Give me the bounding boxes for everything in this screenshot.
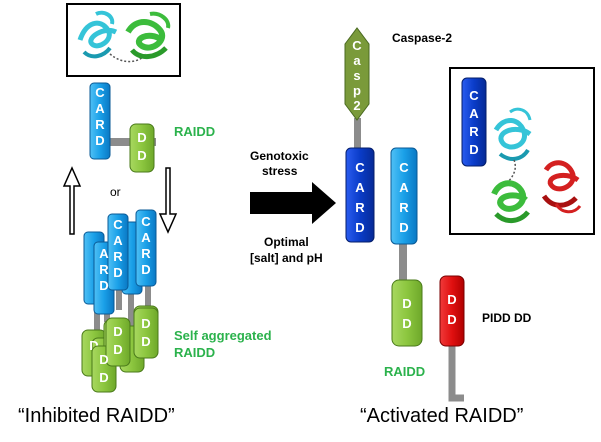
card-letter: R	[99, 262, 109, 277]
dd-letter: D	[99, 352, 108, 367]
card-letter: A	[399, 180, 409, 195]
arrow-up-icon	[62, 166, 82, 235]
dd-letter: D	[141, 316, 150, 331]
card-letter: D	[399, 220, 408, 235]
card-letter: A	[113, 233, 123, 248]
dd-letter: D	[447, 312, 456, 327]
inhibited-caption: “Inhibited RAIDD”	[18, 405, 175, 427]
dd-letter: D	[113, 324, 122, 339]
dd-letter: D	[89, 338, 98, 353]
card-letter: R	[95, 117, 105, 132]
dd-letter: D	[99, 370, 108, 385]
dd-letter: D	[447, 292, 456, 307]
card-letter: R	[141, 246, 151, 261]
dd-letter: D	[141, 334, 150, 349]
casp-letter: s	[353, 68, 360, 83]
dd-letter: D	[402, 316, 411, 331]
activated-structure-inset: C A R D	[449, 67, 595, 235]
card-letter: C	[95, 85, 105, 100]
card-letter: C	[399, 160, 409, 175]
dd-letter: D	[113, 342, 122, 357]
raidd-label-top: RAIDD	[174, 124, 215, 139]
aggregated-raidd: D D D D D D C A R D C A R D A R D D D D …	[81, 209, 159, 393]
arrow-down-icon	[158, 167, 178, 234]
raidd-monomer: C A R D D D	[89, 82, 156, 173]
card-letter: A	[99, 246, 109, 261]
pidd-dd: D D	[439, 275, 465, 402]
dd-letter: D	[137, 130, 146, 145]
casp-letter: 2	[353, 98, 360, 113]
card-letter: C	[113, 217, 123, 232]
card-letter: D	[99, 278, 108, 293]
card-letter: R	[113, 249, 123, 264]
dd-letter: D	[137, 148, 146, 163]
card-letter: A	[141, 230, 151, 245]
raidd-activated: C A R D D D	[390, 147, 423, 347]
card-letter: A	[95, 101, 105, 116]
optimal-label-line2: [salt] and pH	[250, 251, 323, 265]
self-aggregated-label-line1: Self aggregated	[174, 328, 272, 343]
card-letter: D	[355, 220, 364, 235]
dd-letter: D	[402, 296, 411, 311]
genotoxic-label-line2: stress	[262, 164, 298, 178]
casp-letter: C	[352, 38, 362, 53]
caspase2-label: Caspase-2	[392, 31, 452, 45]
card-letter: A	[355, 180, 365, 195]
card-letter: R	[355, 200, 365, 215]
card-letter: C	[355, 160, 365, 175]
card-letter: R	[469, 124, 479, 139]
card-letter: D	[469, 142, 478, 157]
card-letter: D	[141, 262, 150, 277]
card-letter: D	[113, 265, 122, 280]
optimal-label-line1: Optimal	[264, 235, 309, 249]
card-letter: D	[95, 133, 104, 148]
self-aggregated-label-line2: RAIDD	[174, 345, 215, 360]
card-letter: C	[469, 88, 479, 103]
activation-arrow-icon	[250, 182, 336, 224]
card-letter: C	[141, 214, 151, 229]
casp-letter: a	[353, 53, 361, 68]
card-letter: R	[399, 200, 409, 215]
casp-letter: p	[353, 83, 361, 98]
genotoxic-label-line1: Genotoxic	[250, 149, 309, 163]
pidd-dd-label: PIDD DD	[482, 311, 532, 325]
equilibrium-arrows	[62, 166, 178, 235]
raidd-label-bottom: RAIDD	[384, 364, 425, 379]
activated-caption: “Activated RAIDD”	[360, 405, 523, 427]
caspase2-domain: C a s p 2	[344, 27, 370, 148]
inhibited-structure-inset	[66, 3, 181, 77]
or-label: or	[110, 185, 121, 199]
card-letter: A	[469, 106, 479, 121]
caspase2-card: C A R D	[345, 147, 375, 243]
